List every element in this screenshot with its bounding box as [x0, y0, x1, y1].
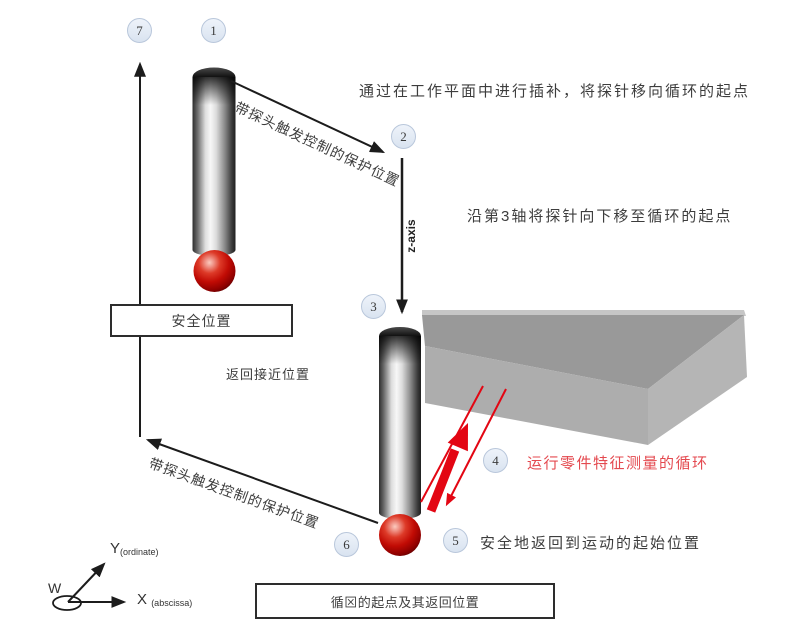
measure-cycle-arrows — [420, 385, 507, 513]
workpiece-slab — [422, 310, 747, 445]
label-move-down-3rd-axis: 沿第3轴将探针向下移至循环的起点 — [467, 208, 733, 225]
label-return-approach: 返回接近位置 — [226, 367, 311, 382]
cycle-start-return-box: 循⊠的起点及其返回位置 — [255, 583, 555, 619]
x-axis-letter: X — [137, 591, 148, 608]
step-circle-6: 6 — [334, 532, 359, 557]
y-axis-sub: (ordinate) — [120, 547, 159, 557]
y-axis-letter: Y — [110, 540, 121, 557]
x-axis-sub: (abscissa) — [151, 598, 193, 608]
probe-1 — [192, 67, 236, 292]
y-axis-label: Y(ordinate) — [110, 540, 159, 557]
coordinate-axes — [52, 562, 127, 611]
y-axis-arrow — [67, 562, 106, 603]
red-arrow-down — [445, 388, 507, 507]
probe-2 — [379, 327, 421, 556]
origin-ellipse — [52, 595, 82, 611]
step-circle-5: 5 — [443, 528, 468, 553]
x-axis-label: X (abscissa) — [137, 591, 192, 608]
label-move-to-start: 通过在工作平面中进行插补，将探针移向循环的起点 — [359, 83, 751, 100]
probe-2-ball-tip — [379, 514, 421, 556]
safe-position-box: 安全位置 — [110, 304, 293, 337]
step-circle-3: 3 — [361, 294, 386, 319]
arrow-return-guard-position — [145, 438, 379, 524]
step-circle-7: 7 — [127, 18, 152, 43]
z-axis-label: z-axis — [404, 219, 418, 253]
probe-1-ball-tip — [193, 250, 236, 292]
step-circle-1: 1 — [201, 18, 226, 43]
red-arrow-up-shaft — [426, 448, 460, 513]
motion-arrows — [134, 61, 408, 524]
step-circle-2: 2 — [391, 124, 416, 149]
label-run-measure-cycle: 运行零件特征测量的循环 — [527, 455, 709, 472]
w-origin-label: W — [48, 580, 62, 596]
red-arrow-up-head — [447, 423, 468, 452]
arrow-move-to-cycle-start — [230, 80, 386, 153]
step-circle-4: 4 — [483, 448, 508, 473]
label-safe-return-start: 安全地返回到运动的起始位置 — [480, 535, 702, 552]
